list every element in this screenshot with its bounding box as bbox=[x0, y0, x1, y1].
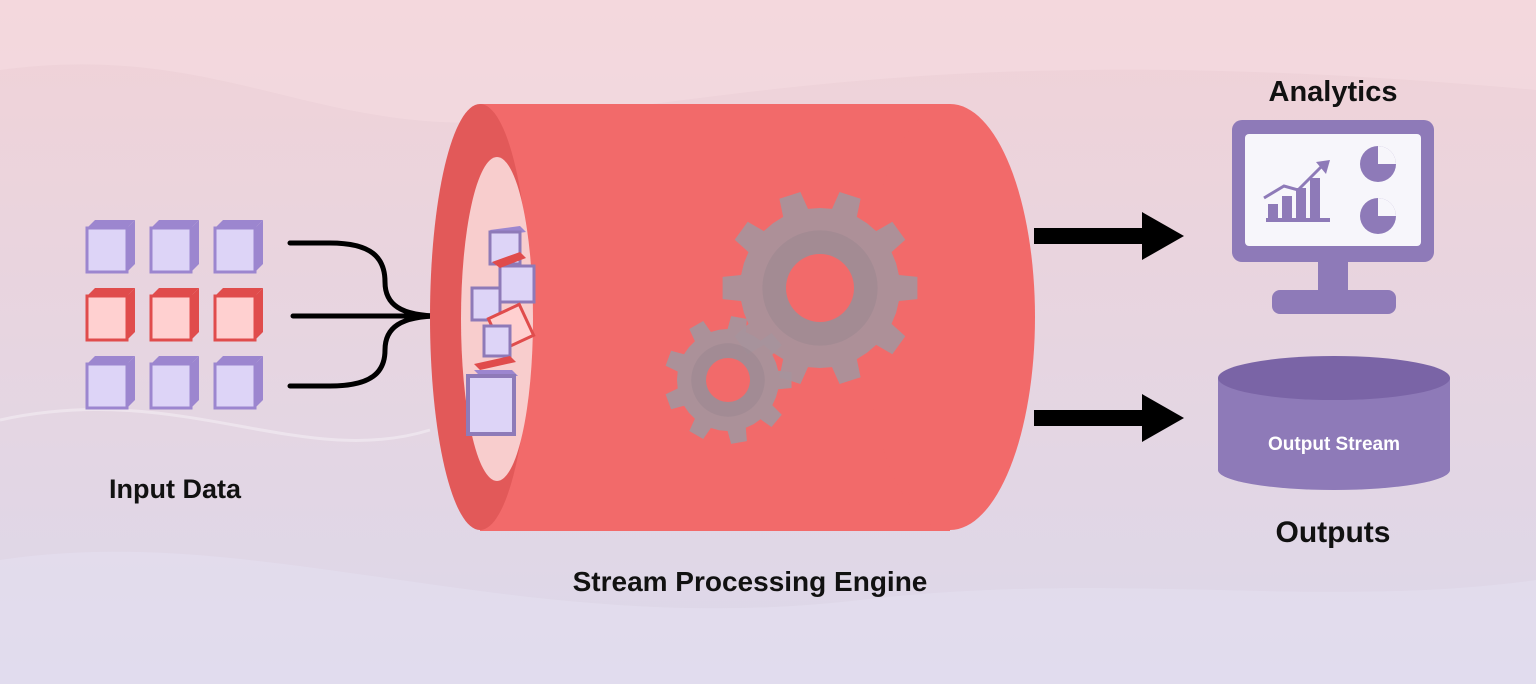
input-block-purple bbox=[85, 356, 135, 410]
input-block-purple bbox=[213, 220, 263, 274]
connector-line-bottom bbox=[287, 313, 443, 389]
gear-hole bbox=[786, 254, 854, 322]
database-cylinder-icon bbox=[1218, 356, 1450, 490]
monitor-neck bbox=[1318, 262, 1348, 292]
monitor-stand bbox=[1272, 290, 1396, 314]
output-arrow-analytics bbox=[1034, 212, 1184, 260]
output-stream-label: Output Stream bbox=[1268, 434, 1400, 455]
inner-cube bbox=[482, 324, 512, 358]
inner-cube bbox=[492, 252, 536, 304]
engine-right-end bbox=[865, 104, 1035, 530]
engine-label: Stream Processing Engine bbox=[572, 566, 928, 597]
input-block-purple bbox=[213, 356, 263, 410]
connector-line-top bbox=[287, 240, 443, 319]
background-wave bbox=[0, 408, 431, 442]
output-arrow-stream bbox=[1034, 394, 1184, 442]
input-block-red bbox=[213, 288, 263, 342]
engine-inner-cubes bbox=[466, 226, 536, 436]
inner-cube bbox=[466, 356, 518, 436]
pie-chart-icon bbox=[1360, 146, 1396, 182]
background-wave bbox=[0, 551, 1536, 684]
bar-chart-trend-icon bbox=[1263, 160, 1330, 222]
input-block-red bbox=[149, 288, 199, 342]
analytics-label: Analytics bbox=[1268, 76, 1398, 108]
gear-hole bbox=[706, 358, 750, 402]
input-block-purple bbox=[149, 220, 199, 274]
input-connector bbox=[287, 240, 443, 389]
input-data-blocks bbox=[85, 220, 263, 410]
monitor-analytics-icon bbox=[1232, 120, 1434, 314]
monitor-screen bbox=[1245, 134, 1421, 246]
gear-small bbox=[665, 316, 792, 444]
input-block-purple bbox=[85, 220, 135, 274]
gears-icon bbox=[665, 192, 918, 444]
input-block-purple bbox=[149, 356, 199, 410]
input-block-red bbox=[85, 288, 135, 342]
outputs-label: Outputs bbox=[1275, 516, 1391, 549]
input-data-label: Input Data bbox=[109, 474, 241, 504]
pie-chart-icon bbox=[1360, 198, 1396, 234]
background-wave bbox=[0, 0, 1536, 123]
